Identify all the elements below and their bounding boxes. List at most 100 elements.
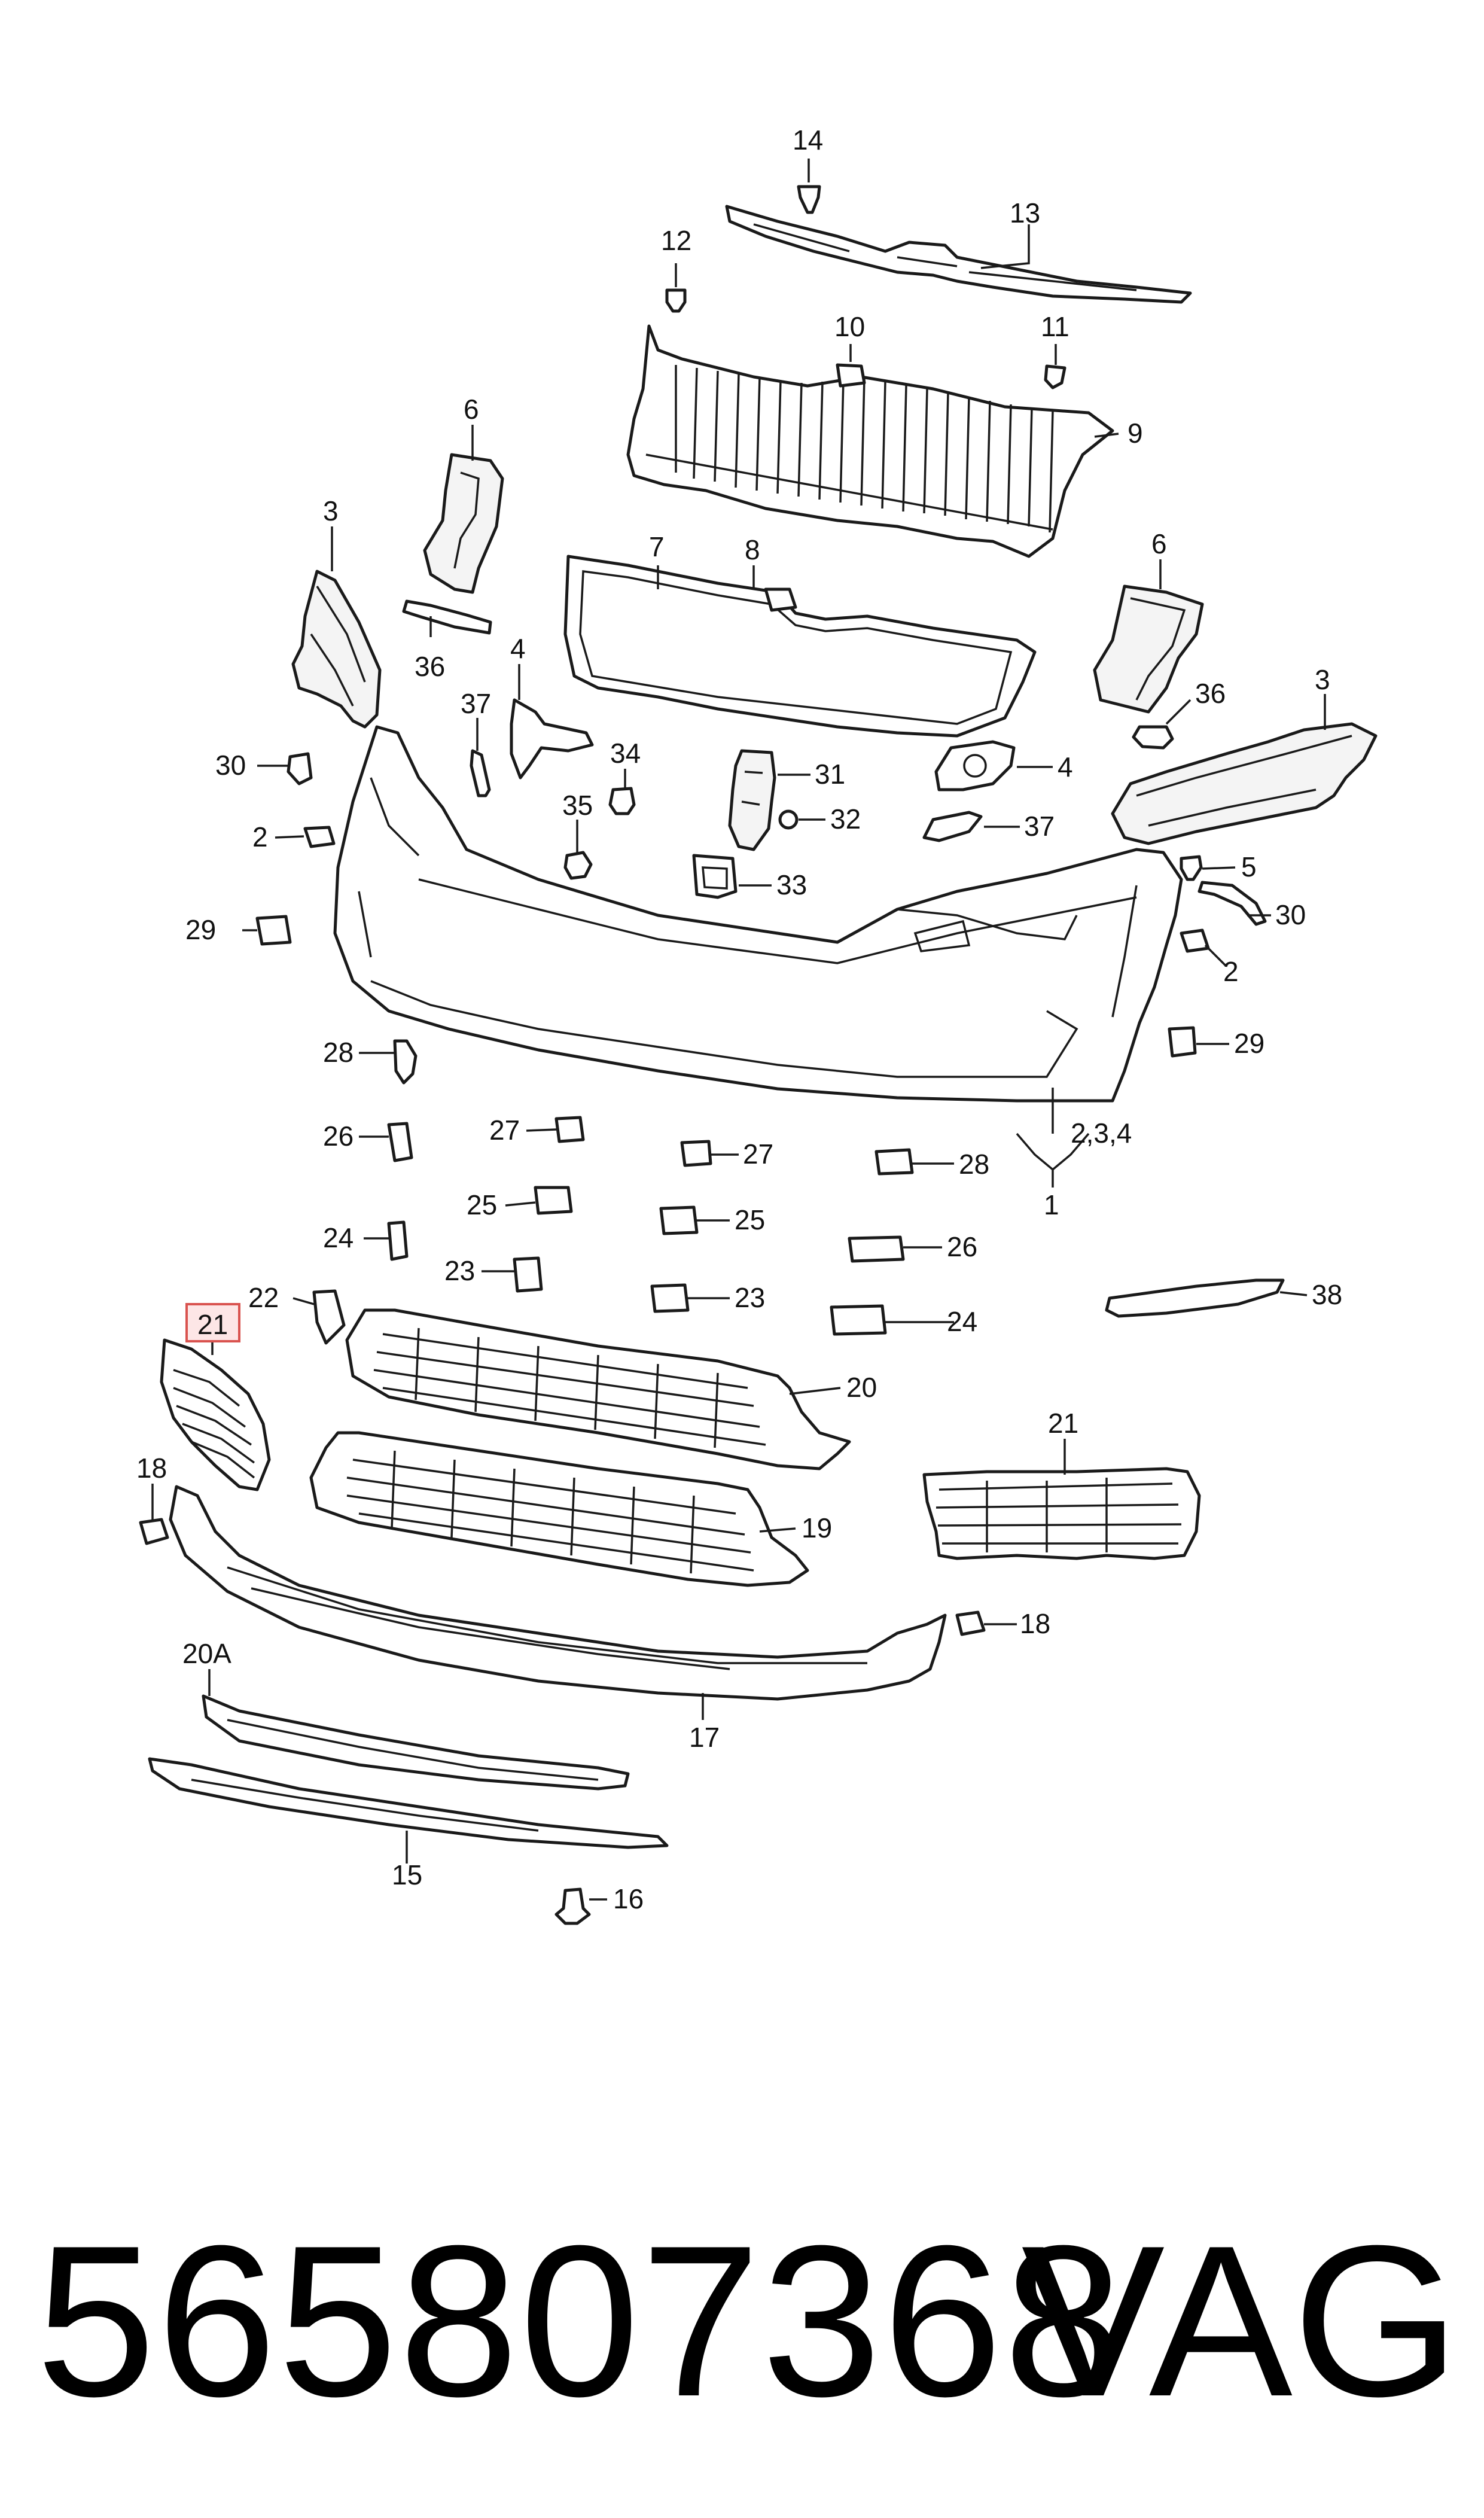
part-6-left-bracket <box>423 453 504 594</box>
callout-23-right: 23 <box>735 1282 765 1313</box>
callout-33: 33 <box>776 869 807 900</box>
callout-30-left: 30 <box>215 750 246 781</box>
callout-20A: 20A <box>182 1638 231 1669</box>
part-12-screw <box>665 288 687 313</box>
callout-37-right: 37 <box>1024 811 1055 842</box>
callout-17: 17 <box>689 1722 720 1753</box>
callout-22: 22 <box>248 1282 279 1313</box>
part-36-left-rod <box>402 599 492 635</box>
part-37-left-cap <box>470 749 491 797</box>
callout-11: 11 <box>1041 311 1069 342</box>
callout-25-left: 25 <box>467 1189 497 1220</box>
part-3-left-side-bracket <box>291 570 382 729</box>
callout-3-right: 3 <box>1315 664 1330 695</box>
callout-2-right: 2 <box>1223 956 1239 987</box>
part-number-footer: 565807368 VAG <box>0 2178 1484 2465</box>
leader-lines <box>151 159 1326 1901</box>
part-30-left-clip <box>287 752 313 785</box>
callout-34: 34 <box>610 738 641 769</box>
part-14-screw <box>797 185 821 214</box>
callout-35: 35 <box>562 790 593 821</box>
callout-21-right: 21 <box>1048 1408 1078 1439</box>
part-2-left-clip <box>303 826 336 848</box>
callout-7: 7 <box>649 531 665 562</box>
part-number: 565807368 <box>36 2201 1125 2441</box>
exploded-parts-diagram: 14 13 12 10 11 9 6 6 3 3 7 8 36 36 4 4 3… <box>136 124 1378 1925</box>
callout-18-right: 18 <box>1020 1608 1050 1639</box>
callout-27-right: 27 <box>743 1138 773 1170</box>
brand-label: VAG <box>1021 2201 1460 2441</box>
callout-9: 9 <box>1128 418 1143 449</box>
part-38-trim-strip <box>1105 1278 1285 1318</box>
callout-2-3-4: 2,3,4 <box>1071 1118 1132 1149</box>
part-4-right-trim <box>934 740 1016 791</box>
callout-28-right: 28 <box>959 1149 989 1180</box>
part-1-bumper-cover <box>333 725 1183 1103</box>
callout-24-left: 24 <box>323 1222 354 1253</box>
callout-13: 13 <box>1010 197 1040 229</box>
callout-38: 38 <box>1312 1279 1342 1310</box>
part-27-right-clip <box>680 1140 712 1167</box>
callout-29-right: 29 <box>1234 1028 1264 1059</box>
part-11-screw <box>1044 364 1066 389</box>
callout-20: 20 <box>846 1372 877 1403</box>
part-13-upper-cover <box>725 205 1192 304</box>
callout-27-left: 27 <box>489 1115 520 1146</box>
part-19-lower-grille <box>309 1431 809 1587</box>
callout-25-right: 25 <box>735 1204 765 1235</box>
callout-8: 8 <box>745 534 760 565</box>
part-21-left-side-grille <box>160 1338 271 1491</box>
callout-4-left: 4 <box>510 633 526 664</box>
part-27-left-clip <box>554 1116 585 1143</box>
part-33-plate <box>692 854 738 899</box>
callout-labels: 14 13 12 10 11 9 6 6 3 3 7 8 36 36 4 4 3… <box>136 124 1342 1914</box>
part-15-skid-strip <box>148 1757 669 1849</box>
part-28-left-bracket <box>393 1039 418 1085</box>
callout-31: 31 <box>815 759 845 790</box>
part-10-clip <box>836 363 866 388</box>
highlight-box-21 <box>185 1303 240 1342</box>
part-18-left-clip <box>139 1518 169 1545</box>
callout-26-left: 26 <box>323 1121 354 1152</box>
part-25-right-clip <box>659 1205 699 1235</box>
callout-6-left: 6 <box>464 394 479 425</box>
part-4-left-trim <box>510 698 594 780</box>
callout-16: 16 <box>613 1883 644 1914</box>
callout-26-right: 26 <box>947 1231 977 1262</box>
part-30-right-strip <box>1197 881 1267 926</box>
part-6-right-bracket <box>1093 584 1204 714</box>
callout-24-right: 24 <box>947 1306 977 1337</box>
part-29-left-plate <box>255 915 292 946</box>
callout-32: 32 <box>830 803 861 835</box>
part-20A-grille-strip <box>202 1694 630 1791</box>
callout-14: 14 <box>793 124 823 156</box>
part-25-left-clip <box>534 1186 573 1215</box>
callout-19: 19 <box>802 1512 832 1543</box>
callout-2-left: 2 <box>252 821 268 852</box>
part-31-bracket <box>728 749 776 851</box>
part-2-right-clip <box>1180 928 1210 953</box>
part-20-lower-grille <box>345 1308 851 1470</box>
diagram-canvas: 14 13 12 10 11 9 6 6 3 3 7 8 36 36 4 4 3… <box>136 124 1378 1925</box>
part-7-grille-surround <box>563 555 1037 738</box>
callout-23-left: 23 <box>444 1255 475 1286</box>
callout-37-left: 37 <box>461 688 491 719</box>
callout-36-left: 36 <box>415 651 445 682</box>
part-22-clip <box>312 1289 346 1345</box>
part-21-right-side-grille <box>922 1467 1201 1560</box>
callout-28-left: 28 <box>323 1037 354 1068</box>
callout-12: 12 <box>661 225 691 256</box>
part-26-right-clip <box>848 1235 905 1263</box>
part-17-lower-spoiler <box>169 1485 947 1701</box>
callout-4-right: 4 <box>1058 751 1073 783</box>
part-8-clip <box>764 587 797 612</box>
callout-3-left: 3 <box>323 495 339 526</box>
callout-30-right: 30 <box>1275 899 1306 930</box>
part-34-nut <box>608 787 636 815</box>
part-16-screw <box>554 1887 591 1925</box>
part-32-screw <box>778 809 799 830</box>
callout-36-right: 36 <box>1195 678 1226 709</box>
part-28-right-clip <box>874 1148 914 1176</box>
part-37-right-cap <box>922 811 983 842</box>
part-23-left-clip <box>513 1256 543 1293</box>
